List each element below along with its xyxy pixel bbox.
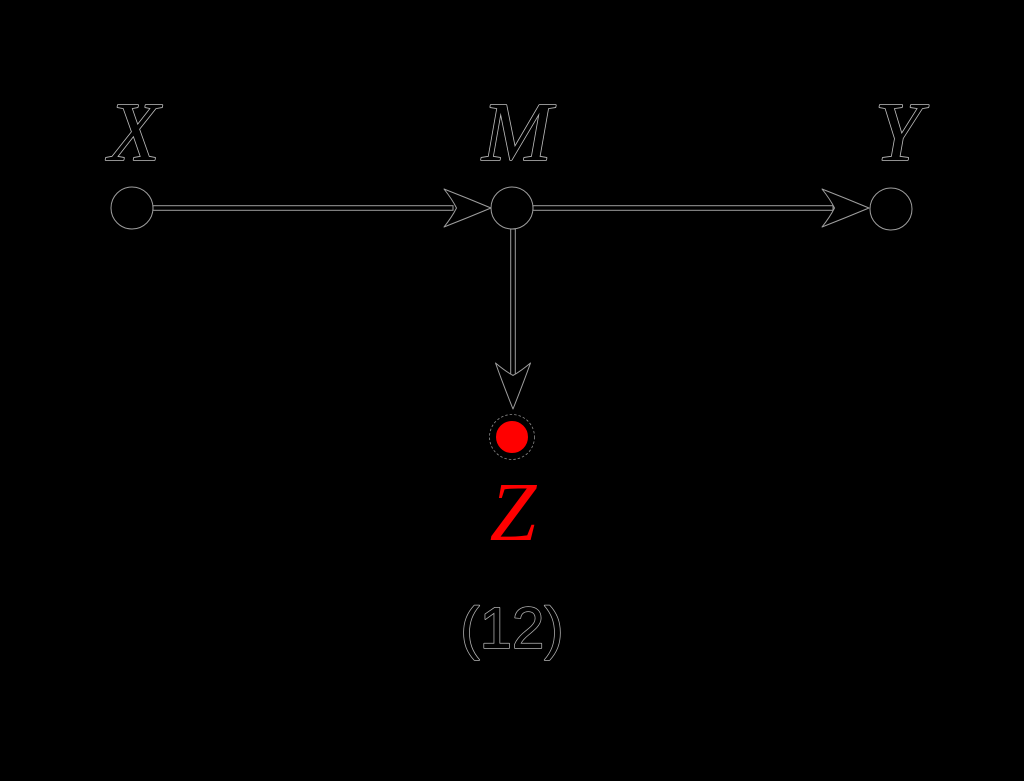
node-z-label: Z — [490, 466, 538, 559]
node-x-label: X — [105, 86, 163, 179]
arrowhead-down-icon — [495, 362, 531, 410]
arrow-m-to-z-shaft — [510, 228, 516, 376]
arrowhead-right-icon — [443, 188, 492, 228]
arrowhead-right-icon — [821, 188, 870, 228]
node-m — [490, 186, 534, 230]
arrow-m-to-y-shaft — [532, 205, 834, 211]
arrow-x-to-m-shaft — [152, 205, 454, 211]
figure-number: (12) — [460, 596, 563, 661]
node-y — [869, 187, 913, 231]
arrow-m-to-z — [495, 228, 531, 410]
node-y-label: Y — [875, 86, 930, 179]
node-m-label: M — [481, 86, 556, 179]
node-z-halo — [489, 414, 535, 460]
node-x — [110, 186, 154, 230]
node-z — [491, 416, 533, 458]
